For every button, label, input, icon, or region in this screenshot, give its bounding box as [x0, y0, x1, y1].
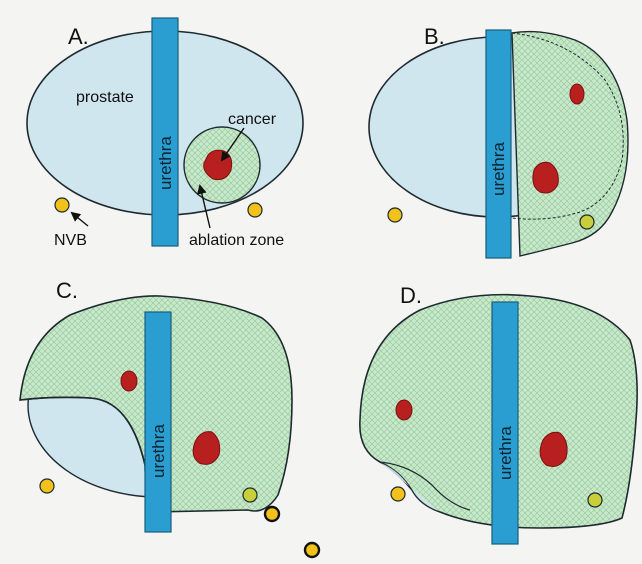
nvb-arrow [72, 213, 88, 226]
cancer-lesion-b2 [533, 162, 558, 193]
urethra [152, 18, 178, 246]
nvb-outer-c2 [305, 543, 319, 557]
urethra-label-b: urethra [489, 142, 508, 196]
panel-d-letter: D. [400, 283, 422, 308]
ablation-zone-b [512, 32, 628, 256]
panel-a-letter: A. [68, 24, 89, 49]
ablation-zone-label: ablation zone [189, 232, 284, 249]
cancer-lesion [204, 150, 232, 180]
nvb-outer-c1 [265, 507, 279, 521]
urethra-label-a: urethra [156, 136, 175, 190]
nvb-left-b [388, 208, 402, 222]
panel-b: B. urethra [369, 24, 628, 258]
cancer-lesion-d1 [396, 400, 412, 420]
cancer-lesion-c1 [121, 371, 137, 391]
nvb-left-a [55, 198, 69, 212]
prostate-label: prostate [76, 89, 134, 106]
cancer-label: cancer [228, 111, 277, 128]
nvb-left-d [391, 487, 405, 501]
nvb-right-b [580, 215, 594, 229]
panel-d: D. urethra [360, 283, 637, 544]
cancer-lesion-b1 [570, 84, 584, 104]
panel-c: C. urethra [20, 278, 319, 557]
nvb-right-d [588, 493, 602, 507]
panel-c-letter: C. [56, 278, 78, 303]
nvb-right-a [248, 203, 262, 217]
urethra-label-c: urethra [149, 424, 168, 478]
nvb-right-c [243, 488, 257, 502]
nvb-label: NVB [54, 232, 87, 249]
urethra-label-d: urethra [496, 426, 515, 480]
nvb-left-c [40, 479, 54, 493]
urethra-c [145, 312, 171, 532]
urethra-d [492, 302, 518, 544]
panel-a: A. urethra prostate cancer ablation zone… [27, 18, 303, 249]
